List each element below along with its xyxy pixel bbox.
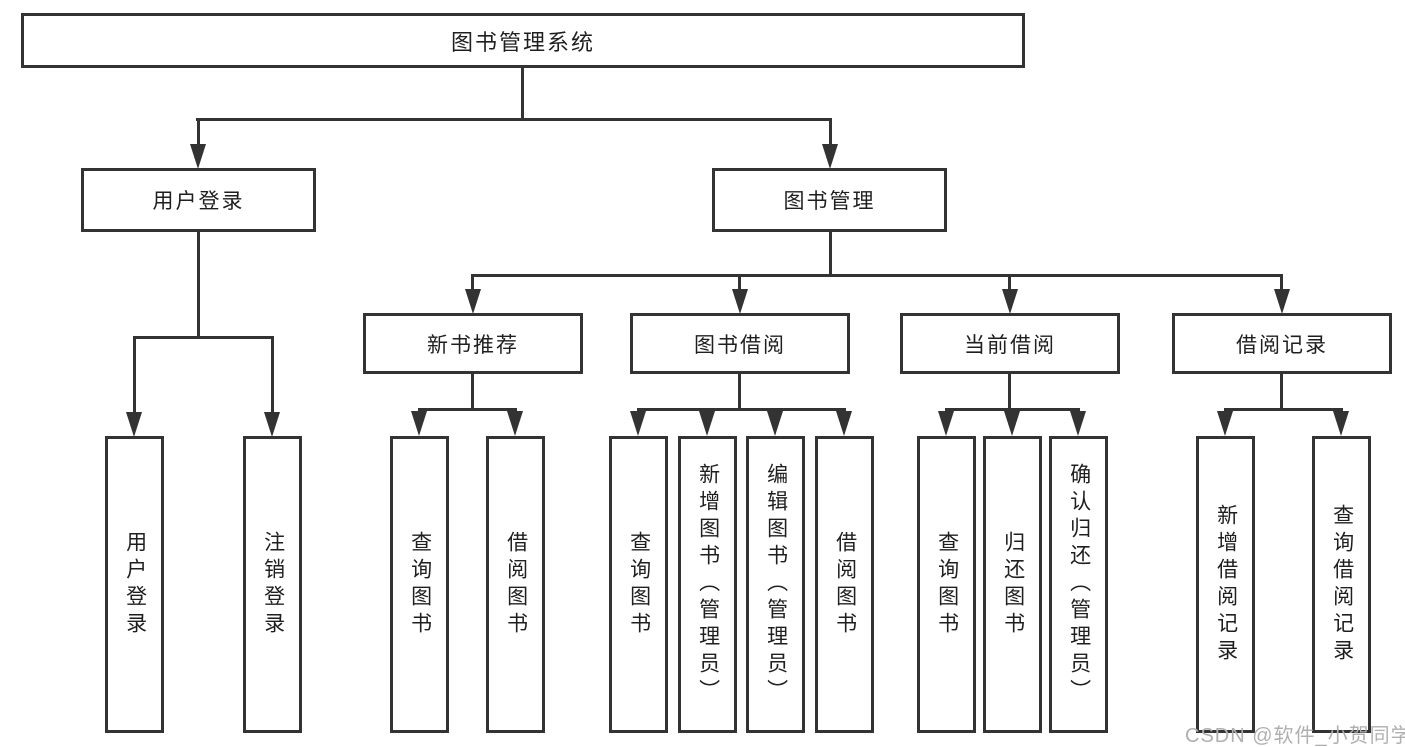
node-current-borrow: 当前借阅 <box>900 313 1120 374</box>
arrow-down-icon <box>767 411 783 436</box>
connector-drop-user-login <box>197 118 200 146</box>
leaf-query-books-newbooks: 查询图书 <box>390 436 449 733</box>
connector-current-borrow-stem <box>1008 374 1011 411</box>
arrow-down-icon <box>1333 411 1349 436</box>
leaf-user-login-label: 用户登录 <box>123 530 147 639</box>
node-book-management: 图书管理 <box>712 168 947 232</box>
leaf-add-books-admin-label: 新增图书（管理员） <box>696 463 720 706</box>
leaf-return-books-label: 归还图书 <box>1001 530 1025 639</box>
arrow-down-icon <box>1004 411 1020 436</box>
connector-drop-borrow-records <box>1280 277 1283 291</box>
connector-drop-leaf-logout <box>271 339 274 414</box>
leaf-query-borrow-record-label: 查询借阅记录 <box>1330 503 1354 666</box>
node-book-management-label: 图书管理 <box>783 190 876 213</box>
leaf-add-borrow-record: 新增借阅记录 <box>1196 436 1255 733</box>
leaf-borrow-books-borrow: 借阅图书 <box>815 436 874 733</box>
connector-drop-book-borrow <box>738 277 741 291</box>
connector-borrow-records-hbar <box>1224 408 1343 411</box>
connector-drop-leaf-login <box>133 339 136 414</box>
connector-new-books-hbar <box>418 408 517 411</box>
node-book-borrow: 图书借阅 <box>630 313 850 374</box>
leaf-confirm-return-admin: 确认归还（管理员） <box>1049 436 1108 733</box>
node-book-borrow-label: 图书借阅 <box>694 333 786 357</box>
arrow-down-icon <box>264 412 280 437</box>
arrow-down-icon <box>1002 289 1018 314</box>
arrow-down-icon <box>938 411 954 436</box>
connector-user-login-stem <box>197 232 200 338</box>
leaf-confirm-return-admin-label: 确认归还（管理员） <box>1067 463 1091 706</box>
node-borrow-records: 借阅记录 <box>1172 313 1392 374</box>
leaf-query-books-borrow-label: 查询图书 <box>627 530 651 639</box>
arrow-down-icon <box>1070 411 1086 436</box>
arrow-down-icon <box>190 144 206 169</box>
leaf-query-books-current-label: 查询图书 <box>935 530 959 639</box>
leaf-query-books-current: 查询图书 <box>917 436 976 733</box>
arrow-down-icon <box>836 411 852 436</box>
leaf-add-borrow-record-label: 新增借阅记录 <box>1214 503 1238 666</box>
connector-borrow-records-stem <box>1280 374 1283 411</box>
connector-current-borrow-hbar <box>945 408 1080 411</box>
leaf-add-books-admin: 新增图书（管理员） <box>678 436 737 733</box>
node-user-login: 用户登录 <box>81 168 316 232</box>
connector-drop-new-books <box>471 277 474 291</box>
leaf-logout-label: 注销登录 <box>261 530 285 639</box>
leaf-borrow-books-borrow-label: 借阅图书 <box>833 530 857 639</box>
node-current-borrow-label: 当前借阅 <box>964 333 1056 357</box>
leaf-edit-books-admin-label: 编辑图书（管理员） <box>764 463 788 706</box>
node-new-book-recommend-label: 新书推荐 <box>427 333 519 357</box>
connector-book-borrow-stem <box>738 374 741 411</box>
arrow-down-icon <box>630 411 646 436</box>
connector-book-management-hbar <box>471 274 1283 277</box>
leaf-borrow-books-newbooks: 借阅图书 <box>486 436 545 733</box>
node-root: 图书管理系统 <box>21 13 1025 68</box>
connector-drop-current-borrow <box>1008 277 1011 291</box>
arrow-down-icon <box>1274 289 1290 314</box>
node-user-login-label: 用户登录 <box>152 190 245 213</box>
leaf-user-login: 用户登录 <box>105 436 164 733</box>
connector-drop-book-management <box>829 118 832 146</box>
node-borrow-records-label: 借阅记录 <box>1236 333 1328 357</box>
connector-root-hbar <box>196 118 832 121</box>
arrow-down-icon <box>732 289 748 314</box>
leaf-return-books: 归还图书 <box>983 436 1042 733</box>
node-root-label: 图书管理系统 <box>450 29 595 55</box>
arrow-down-icon <box>507 411 523 436</box>
leaf-logout: 注销登录 <box>243 436 302 733</box>
connector-book-borrow-hbar <box>637 408 846 411</box>
arrow-down-icon <box>126 412 142 437</box>
leaf-query-books-newbooks-label: 查询图书 <box>408 530 432 639</box>
leaf-edit-books-admin: 编辑图书（管理员） <box>746 436 805 733</box>
watermark-text: CSDN @软件_小贺同学 <box>1185 725 1405 747</box>
node-new-book-recommend: 新书推荐 <box>363 313 583 374</box>
connector-root-stem <box>521 66 524 121</box>
arrow-down-icon <box>699 411 715 436</box>
arrow-down-icon <box>822 144 838 169</box>
arrow-down-icon <box>465 289 481 314</box>
leaf-query-books-borrow: 查询图书 <box>609 436 668 733</box>
leaf-borrow-books-newbooks-label: 借阅图书 <box>504 530 528 639</box>
connector-user-login-hbar <box>133 336 274 339</box>
connector-new-books-stem <box>471 374 474 411</box>
connector-book-management-stem <box>829 232 832 276</box>
leaf-query-borrow-record: 查询借阅记录 <box>1312 436 1371 733</box>
arrow-down-icon <box>1217 411 1233 436</box>
arrow-down-icon <box>411 411 427 436</box>
